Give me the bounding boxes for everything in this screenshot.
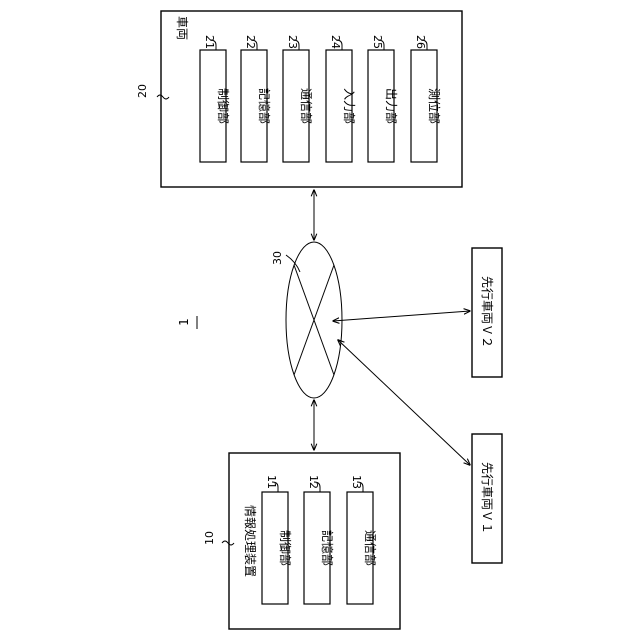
preceding-vehicle-v1-label: 先行車両Ｖ１ [480, 462, 494, 534]
info-device-unit-communication-label: 通信部 [363, 530, 378, 566]
vehicle-unit-control-ref: 21 [203, 35, 216, 49]
info-device-unit-communication: 通信部 13 [347, 475, 378, 604]
vehicle-unit-input: 入力部 24 [326, 35, 357, 162]
vehicle-unit-output-label: 出力部 [384, 88, 399, 124]
preceding-vehicle-v2: 先行車両Ｖ２ [472, 248, 502, 377]
vehicle-title: 車両 [175, 16, 189, 40]
vehicle-unit-positioning-ref: 26 [414, 35, 427, 49]
vehicle-ref-number: 20 [136, 84, 149, 98]
vehicle-unit-output: 出力部 25 [368, 35, 399, 162]
vehicle-unit-storage: 記憶部 22 [241, 35, 272, 162]
vehicle-unit-control-label: 制御部 [216, 88, 231, 124]
vehicle-unit-storage-ref: 22 [244, 35, 257, 49]
vehicle-unit-output-ref: 25 [371, 35, 384, 49]
vehicle-unit-input-ref: 24 [329, 35, 342, 49]
vehicle-unit-input-label: 入力部 [342, 88, 357, 124]
info-device-unit-storage: 記憶部 12 [304, 475, 335, 604]
info-device-title: 情報処理装置 [243, 505, 257, 577]
vehicle-unit-communication: 通信部 23 [283, 35, 314, 162]
info-device-unit-control-ref: 11 [265, 475, 278, 489]
network-block: 30 [271, 242, 342, 398]
info-device-unit-communication-ref: 13 [350, 475, 363, 489]
system-reference-number: 1 [177, 318, 191, 326]
network-ref-number: 30 [271, 251, 284, 265]
arrow-network-v2 [333, 311, 470, 321]
preceding-vehicle-v1: 先行車両Ｖ１ [472, 434, 502, 563]
arrow-network-v1 [338, 340, 470, 465]
info-device-ref-number: 10 [203, 531, 216, 545]
vehicle-unit-positioning-label: 測位部 [427, 88, 442, 124]
vehicle-unit-control: 制御部 21 [200, 35, 231, 162]
preceding-vehicle-v2-label: 先行車両Ｖ２ [480, 276, 494, 348]
vehicle-unit-storage-label: 記憶部 [257, 88, 272, 124]
vehicle-unit-communication-ref: 23 [286, 35, 299, 49]
info-device-unit-storage-ref: 12 [307, 475, 320, 489]
vehicle-unit-communication-label: 通信部 [299, 88, 314, 124]
vehicle-block: 車両 20 制御部 21 記憶部 22 通信部 23 入力部 24 [136, 11, 462, 187]
info-device-unit-storage-label: 記憶部 [320, 530, 335, 566]
info-device-block: 情報処理装置 10 制御部 11 記憶部 12 通信部 13 [203, 453, 400, 629]
info-device-unit-control: 制御部 11 [262, 475, 293, 604]
info-device-unit-control-label: 制御部 [278, 530, 293, 566]
vehicle-unit-positioning: 測位部 26 [411, 35, 442, 162]
